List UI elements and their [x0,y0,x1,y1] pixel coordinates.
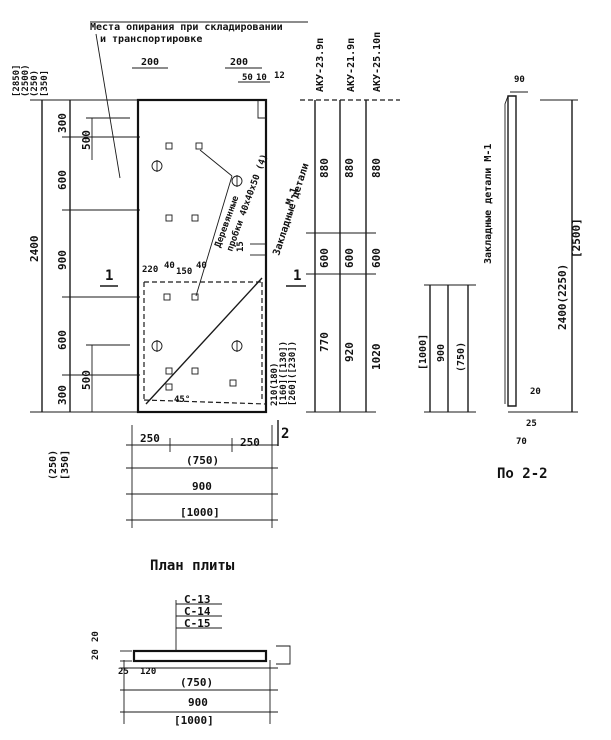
dim-15: 15 [236,241,246,252]
dim-seg1: 300 [56,113,69,133]
dim-top-200-left: 200 [141,57,159,68]
rebar-c14: С-14 [184,605,211,618]
section-mark-2-2: 2 [277,420,289,446]
mark-aku-21: АКУ-21.9п [346,38,357,92]
right-dimension-columns: 880 600 770 880 600 920 880 600 1020 [300,99,400,413]
s11-900: 900 [436,344,447,362]
c2-bot: 920 [343,342,356,362]
dim-top-a: [2850] [12,64,22,97]
s22-25: 25 [526,419,537,429]
slab-plan: 200 200 50 10 12 220 40 150 40 15 Деревя… [100,57,312,446]
dim-top-c: (250) [30,70,40,97]
dim-160-130: [160]([130]) [279,341,289,406]
section-1-1: [1000] 900 (750) [418,284,476,413]
left-dimension-chain: [2850] (2500) (250) [350] 2400 300 600 9… [12,64,140,480]
dim-500-bottom: 500 [80,370,93,390]
dim-width-900: 900 [192,480,212,493]
s22-total: 2400(2250) [556,264,569,330]
embedded-note-left-2: М-1 [284,186,300,207]
dim-40b: 40 [196,261,207,271]
support-note: Места опирания при складировании и транс… [90,21,308,179]
s22-70: 70 [516,437,527,447]
dim-bot-b: [350] [60,450,71,480]
support-note-line1: Места опирания при складировании [90,22,283,33]
section-mark-1-1-right: 1 [286,268,306,287]
c1-mid: 600 [318,248,331,268]
dim-top-12: 12 [274,71,285,81]
svg-text:1: 1 [105,268,113,284]
angle-45: 45° [174,395,190,405]
bottom-section: С-13 С-14 С-15 20 20 25 120 (750) 900 [1… [91,593,291,727]
bs-750: (750) [180,676,213,689]
s22-embedded-note: Закладные детали М-1 [483,144,494,264]
s11-1000: [1000] [418,334,429,370]
support-note-line2: и транспортировке [100,34,202,45]
plan-title: План плиты [150,558,235,574]
dim-width-1000: [1000] [180,506,220,519]
dim-width-750: (750) [186,454,219,467]
c3-bot: 1020 [370,344,383,371]
bs-20a: 20 [91,631,101,642]
c3-mid: 600 [370,248,383,268]
dim-seg2: 600 [56,170,69,190]
c1-top: 880 [318,158,331,178]
c2-mid: 600 [343,248,356,268]
c1-bot: 770 [318,332,331,352]
dim-seg5: 300 [56,385,69,405]
dim-bot-a: (250) [48,450,59,480]
dim-260-230: [260]([230]) [288,341,298,406]
s22-90: 90 [514,75,525,85]
svg-text:2: 2 [281,426,289,442]
mark-headers: АКУ-23.9п АКУ-21.9п АКУ-25.10п [315,32,383,92]
dim-500-top: 500 [80,130,93,150]
mark-aku-25: АКУ-25.10п [372,32,383,92]
dim-top-10: 10 [256,73,267,83]
s11-750: (750) [456,342,467,372]
dim-250-left: 250 [140,432,160,445]
dim-top-200-right: 200 [230,57,248,68]
embedded-note-left: Закладные детали [271,162,311,257]
plan-width-dimensions: 250 250 (750) 900 [1000] [126,425,278,528]
bs-120: 120 [140,667,156,677]
mark-aku-23: АКУ-23.9п [315,38,326,92]
bs-25: 25 [118,667,129,677]
rebar-c15: С-15 [184,617,211,630]
section-2-2: 90 Закладные детали М-1 2400(2250) [2500… [483,75,583,482]
plug-markers [163,142,237,391]
s22-20: 20 [530,387,541,397]
dim-220: 220 [142,265,158,275]
s22-label: По 2-2 [497,466,548,482]
dim-seg4: 600 [56,330,69,350]
dim-seg3: 900 [56,250,69,270]
lifting-loops [151,160,243,352]
c3-top: 880 [370,158,383,178]
dim-top-d: [350] [40,70,50,97]
dim-overall: 2400 [28,236,41,263]
dim-250-right: 250 [240,436,260,449]
dim-top-b: (2500) [21,64,31,97]
rebar-c13: С-13 [184,593,211,606]
dim-210-180: 210(180) [270,363,280,406]
c2-top: 880 [343,158,356,178]
bs-1000: [1000] [174,714,214,727]
section-mark-1-1-left: 1 [100,268,118,287]
bs-20b: 20 [91,649,101,660]
dim-150: 150 [176,267,192,277]
bs-900: 900 [188,696,208,709]
dim-40a: 40 [164,261,175,271]
s22-total2: [2500] [570,218,583,258]
dim-top-50: 50 [242,73,253,83]
svg-text:1: 1 [293,268,301,284]
